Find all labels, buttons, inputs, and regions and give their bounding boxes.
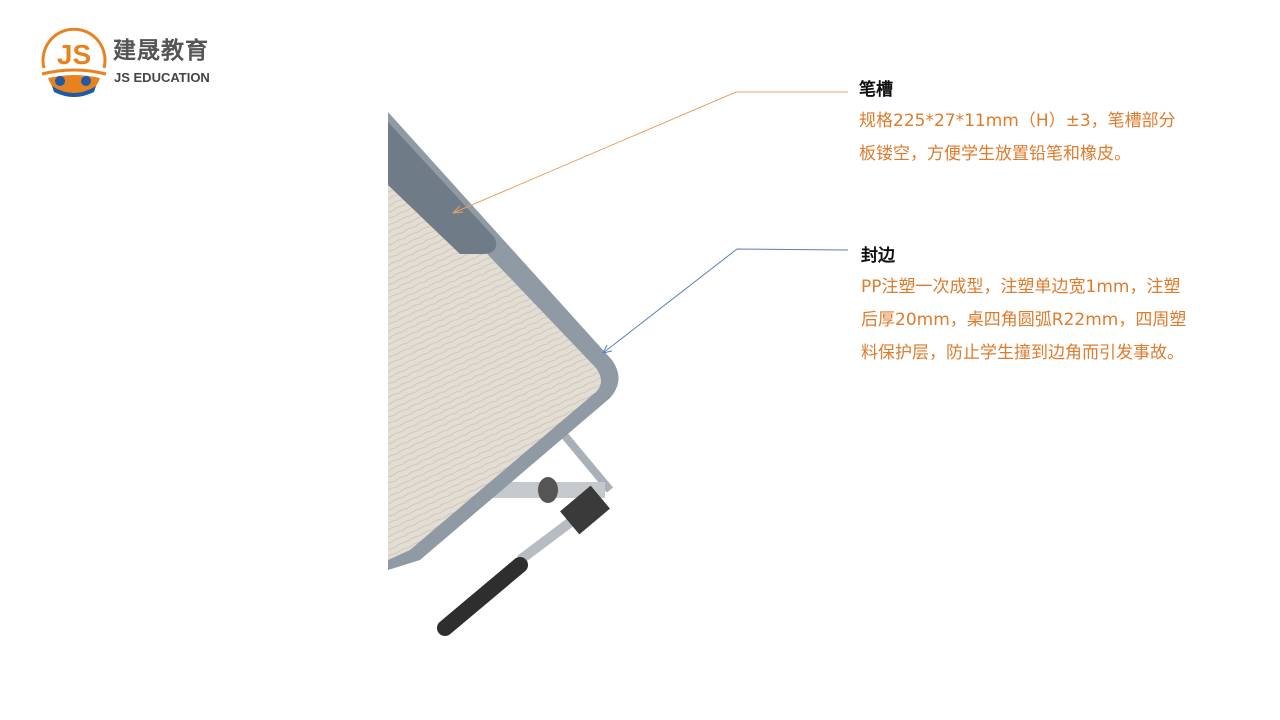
- callout-line-edge: [602, 248, 849, 354]
- callout-line-pen-groove: [452, 91, 848, 214]
- callout-title: 封边: [861, 246, 895, 266]
- logo-name-cn: 建晟教育: [113, 38, 209, 64]
- callout-edge-banding: 封边 PP注塑一次成型，注塑单边宽1mm，注塑后厚20mm，桌四角圆弧R22mm…: [861, 244, 1191, 370]
- logo-name-en: JS EDUCATION: [114, 70, 210, 85]
- callout-pen-groove: 笔槽 规格225*27*11mm（H）±3，笔槽部分板镂空，方便学生放置铅笔和橡…: [859, 78, 1189, 171]
- logo: JS 建晟教育 JS EDUCATION: [38, 26, 258, 101]
- callout-text: 规格225*27*11mm（H）±3，笔槽部分板镂空，方便学生放置铅笔和橡皮。: [859, 111, 1176, 164]
- callout-title: 笔槽: [859, 80, 893, 100]
- logo-mark-icon: JS: [41, 27, 107, 97]
- logo-mark-text: JS: [57, 39, 91, 70]
- callout-text: PP注塑一次成型，注塑单边宽1mm，注塑后厚20mm，桌四角圆弧R22mm，四周…: [861, 277, 1187, 363]
- arrow-head-icon: [452, 205, 464, 214]
- desk-top: [388, 150, 601, 560]
- arrow-head-icon: [602, 344, 613, 354]
- pen-groove: [388, 122, 497, 254]
